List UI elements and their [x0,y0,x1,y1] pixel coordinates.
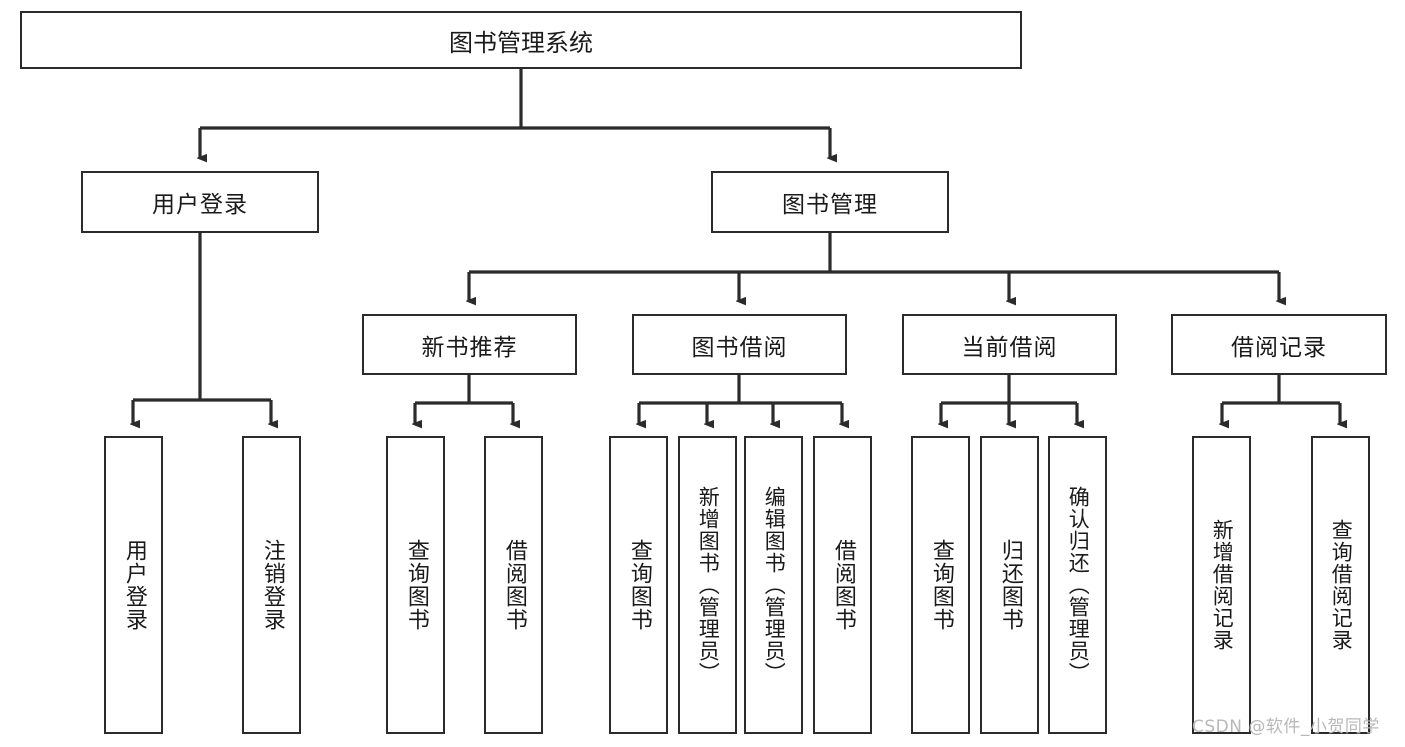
leaf-user-login[interactable]: 用户登录 [104,436,163,734]
node-user-login[interactable]: 用户登录 [81,171,319,233]
leaf-query-book-2[interactable]: 查询图书 [609,436,668,734]
node-book-management[interactable]: 图书管理 [711,171,949,233]
leaf-borrow-book-1[interactable]: 借阅图书 [484,436,543,734]
node-root[interactable]: 图书管理系统 [20,11,1022,69]
node-new-book-recommend[interactable]: 新书推荐 [362,314,577,375]
node-book-borrow[interactable]: 图书借阅 [632,314,847,375]
leaf-confirm-return[interactable]: 确认归还（管理员） [1048,436,1107,734]
node-current-borrow[interactable]: 当前借阅 [902,314,1117,375]
leaf-user-login-label: 用户登录 [121,539,147,631]
leaf-edit-book-label: 编辑图书（管理员） [762,486,787,684]
leaf-query-record[interactable]: 查询借阅记录 [1311,436,1370,734]
leaf-confirm-return-label: 确认归还（管理员） [1066,486,1091,684]
leaf-add-book[interactable]: 新增图书（管理员） [678,436,737,734]
leaf-add-record-label: 新增借阅记录 [1210,519,1235,651]
leaf-borrow-book-1-label: 借阅图书 [501,539,527,631]
node-borrow-record-label: 借阅记录 [1231,334,1327,361]
leaf-query-book-3[interactable]: 查询图书 [911,436,970,734]
leaf-add-book-label: 新增图书（管理员） [696,486,721,684]
node-book-management-label: 图书管理 [782,192,878,218]
leaf-query-book-1-label: 查询图书 [403,539,429,631]
leaf-return-book[interactable]: 归还图书 [980,436,1039,734]
node-borrow-record[interactable]: 借阅记录 [1171,314,1387,375]
node-current-borrow-label: 当前借阅 [961,334,1058,361]
leaf-borrow-book-2[interactable]: 借阅图书 [813,436,872,734]
leaf-user-logout-label: 注销登录 [259,539,285,631]
leaf-return-book-label: 归还图书 [997,539,1023,631]
leaf-add-record[interactable]: 新增借阅记录 [1192,436,1251,734]
leaf-edit-book[interactable]: 编辑图书（管理员） [744,436,803,734]
leaf-user-logout[interactable]: 注销登录 [242,436,301,734]
leaf-query-book-3-label: 查询图书 [928,539,954,631]
leaf-borrow-book-2-label: 借阅图书 [830,539,856,631]
csdn-watermark: CSDN @软件_小贺同学 [1192,717,1380,737]
node-new-book-recommend-label: 新书推荐 [421,334,518,361]
leaf-query-record-label: 查询借阅记录 [1329,519,1354,651]
node-root-label: 图书管理系统 [449,28,593,57]
node-book-borrow-label: 图书借阅 [691,334,788,361]
leaf-query-book-1[interactable]: 查询图书 [386,436,445,734]
leaf-query-book-2-label: 查询图书 [626,539,652,631]
node-user-login-label: 用户登录 [152,192,248,218]
